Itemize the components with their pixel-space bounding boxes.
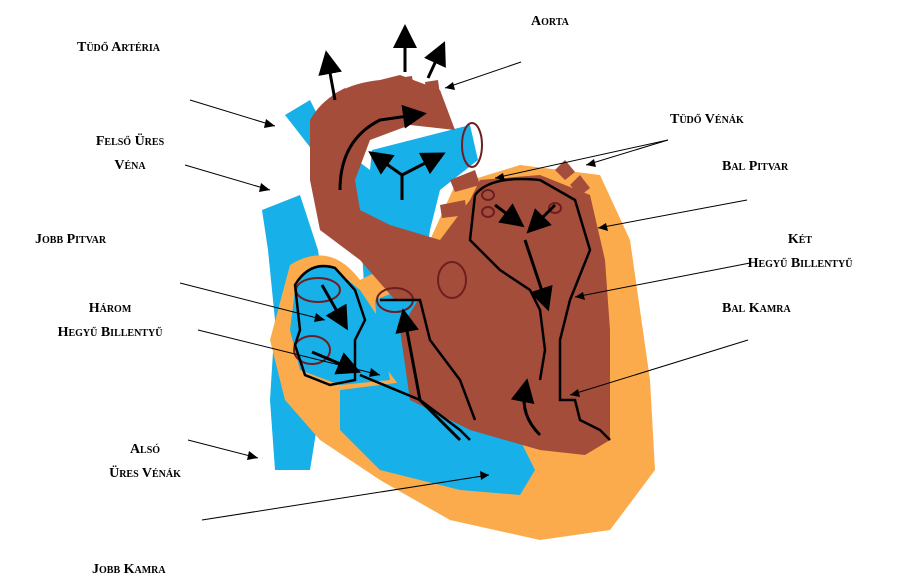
aorta-branch-3	[425, 80, 440, 96]
label-right-ventricle: Jobb Kamra	[92, 558, 166, 582]
label-aorta: Aorta	[531, 10, 569, 34]
label-left-atrium: Bal Pitvar	[722, 155, 788, 179]
label-right-atrium: Jobb Pitvar	[35, 228, 106, 252]
label-pulmonary-veins: Tüdő Vénák	[670, 108, 744, 132]
label-pulmonary-artery: Tüdő Artéria	[77, 36, 160, 60]
aorta-branch-2	[398, 76, 414, 92]
label-left-ventricle: Bal Kamra	[722, 297, 791, 321]
pulmonary-vein-stub-4	[440, 200, 467, 218]
